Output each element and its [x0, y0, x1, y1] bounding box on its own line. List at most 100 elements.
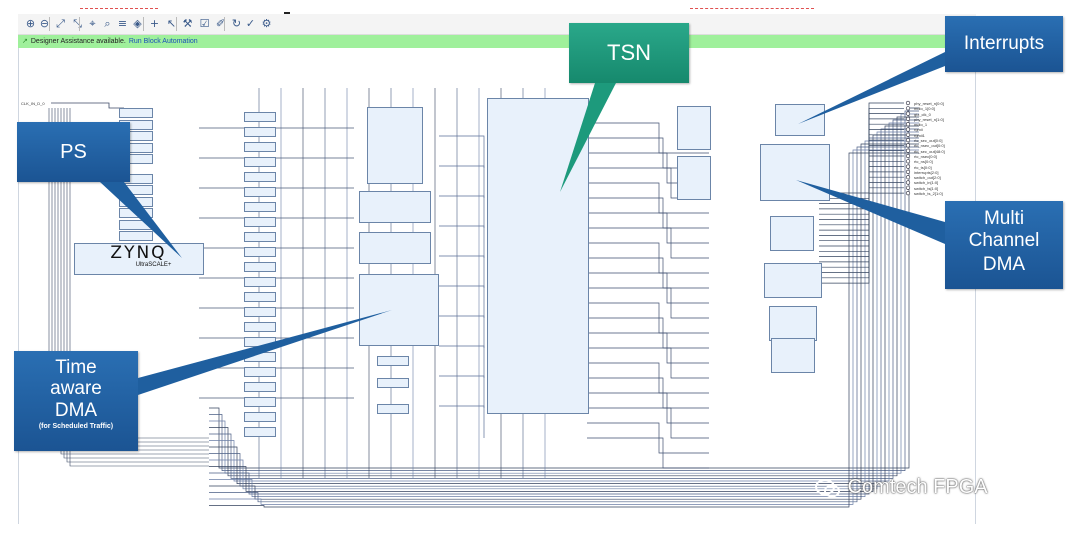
xlslice-block[interactable]	[244, 412, 276, 422]
zoom-area-icon[interactable]: ⤡	[73, 17, 82, 30]
toolbar-separator	[49, 17, 50, 31]
net-wire	[209, 128, 919, 487]
port-pin	[905, 122, 911, 127]
output-port: rtc_sec_out[0:0]	[914, 138, 943, 144]
port-pin	[905, 127, 911, 132]
port-pin	[905, 159, 911, 164]
multi-channel-dma-block[interactable]	[760, 144, 830, 201]
validate-design-icon[interactable]: ✓	[245, 17, 256, 30]
axi-interconnect-block[interactable]	[770, 216, 814, 251]
xlslice-block[interactable]	[244, 292, 276, 302]
xlslice-block[interactable]	[244, 277, 276, 287]
zoom-in-icon[interactable]: ⊕	[25, 17, 36, 30]
port-pin	[905, 185, 911, 190]
time-aware-dma-block[interactable]	[359, 274, 439, 346]
output-port: phy_reset_n[1:0]	[914, 116, 944, 122]
concat-block[interactable]	[377, 378, 409, 388]
axi-interconnect-block[interactable]	[367, 107, 423, 184]
net-wire	[66, 108, 209, 463]
xlslice-block[interactable]	[244, 322, 276, 332]
add-ip-icon[interactable]: +	[149, 17, 160, 30]
xlslice-block[interactable]	[244, 262, 276, 272]
xlslice-block[interactable]	[244, 427, 276, 437]
net-wire	[209, 137, 919, 495]
xlslice-block[interactable]	[244, 202, 276, 212]
pin-icon: ↗	[22, 38, 28, 45]
output-port: mdio_1	[914, 122, 928, 128]
input-port-label: CLK_IN_D_0	[21, 101, 45, 106]
validate-icon[interactable]: ☑	[199, 17, 210, 30]
output-port: switch_in[1:0]	[914, 180, 939, 186]
zoom-fit-icon[interactable]: ⤢	[56, 17, 65, 30]
net-wire	[439, 255, 485, 288]
interrupt-block[interactable]	[677, 156, 711, 200]
interrupt-block[interactable]	[677, 106, 711, 150]
xlslice-block[interactable]	[244, 247, 276, 257]
reset-block[interactable]	[119, 108, 153, 118]
xlslice-block[interactable]	[244, 187, 276, 197]
output-port: rtc_nsec_out[0:0]	[914, 143, 945, 149]
xlslice-block[interactable]	[244, 382, 276, 392]
diagram-toolbar: ⊕⊖ ⤢ ⤡ ⌖ ⌕ ≡ ◈ + ↖ ⚒ ☑ ✐ ↻✓ ⚙	[18, 14, 976, 35]
xlslice-block[interactable]	[244, 217, 276, 227]
zoom-out-icon[interactable]: ⊖	[39, 17, 50, 30]
clock-block[interactable]	[359, 191, 431, 223]
axi-lite-block[interactable]	[775, 104, 825, 136]
clocking-block[interactable]	[771, 338, 815, 373]
concat-block[interactable]	[377, 356, 409, 366]
search-icon[interactable]: ⌕	[104, 17, 111, 30]
xlslice-block[interactable]	[244, 367, 276, 377]
port-pin	[905, 153, 911, 159]
net-wire	[209, 119, 919, 479]
xlslice-block[interactable]	[244, 307, 276, 317]
net-wire	[209, 146, 919, 503]
spellcheck-underline	[80, 8, 158, 9]
center-icon[interactable]: ⌖	[89, 17, 96, 30]
net-wire	[439, 165, 485, 198]
refresh-icon[interactable]: ↻	[231, 17, 242, 30]
run-block-automation-link[interactable]: Run Block Automation	[128, 38, 198, 45]
net-wire	[209, 143, 919, 500]
regenerate-layout-icon[interactable]: ◈	[133, 17, 142, 30]
tsn-ip-block[interactable]	[487, 98, 589, 414]
xlslice-block[interactable]	[244, 127, 276, 137]
xlslice-block[interactable]	[244, 142, 276, 152]
align-icon[interactable]: ≡	[117, 17, 128, 30]
net-wire	[209, 110, 919, 471]
port-pin	[905, 132, 911, 137]
output-port: rtc_ts[0:0]	[914, 164, 932, 170]
xlslice-block[interactable]	[244, 157, 276, 167]
designer-assistance-bar: ↗Designer Assistance available.Run Block…	[18, 35, 976, 48]
net-wire	[587, 407, 709, 439]
wechat-icon	[815, 478, 840, 498]
net-wire	[439, 405, 485, 438]
port-pin	[905, 191, 911, 196]
toolbar-separator	[143, 17, 144, 31]
debug-icon[interactable]: ⚙	[261, 17, 272, 30]
port-pin	[905, 100, 911, 106]
xlslice-block[interactable]	[244, 112, 276, 122]
output-port: mdio_1[0:0]	[914, 106, 935, 112]
xlslice-block[interactable]	[244, 397, 276, 407]
net-wire	[439, 375, 485, 408]
axis-switch-block[interactable]	[764, 263, 822, 298]
xlslice-block[interactable]	[244, 232, 276, 242]
net-wire	[69, 108, 209, 467]
select-icon[interactable]: ↖	[166, 17, 177, 30]
net-wire	[439, 315, 485, 348]
autoconnect-icon[interactable]: ✐	[215, 17, 226, 30]
wrench-icon[interactable]: ⚒	[182, 17, 193, 30]
xlslice-block[interactable]	[244, 172, 276, 182]
reset-block[interactable]	[119, 231, 153, 241]
net-wire	[209, 113, 919, 474]
concat-block[interactable]	[377, 404, 409, 414]
toolbar-separator	[79, 17, 80, 31]
zynq-ps-block[interactable]	[74, 243, 204, 275]
output-port: switch_ts_2[1:0]	[914, 191, 943, 197]
spellcheck-underline	[690, 8, 814, 9]
clock-block[interactable]	[359, 232, 431, 264]
port-pin	[905, 111, 911, 116]
net-wire	[209, 122, 919, 482]
port-pin	[905, 116, 911, 121]
